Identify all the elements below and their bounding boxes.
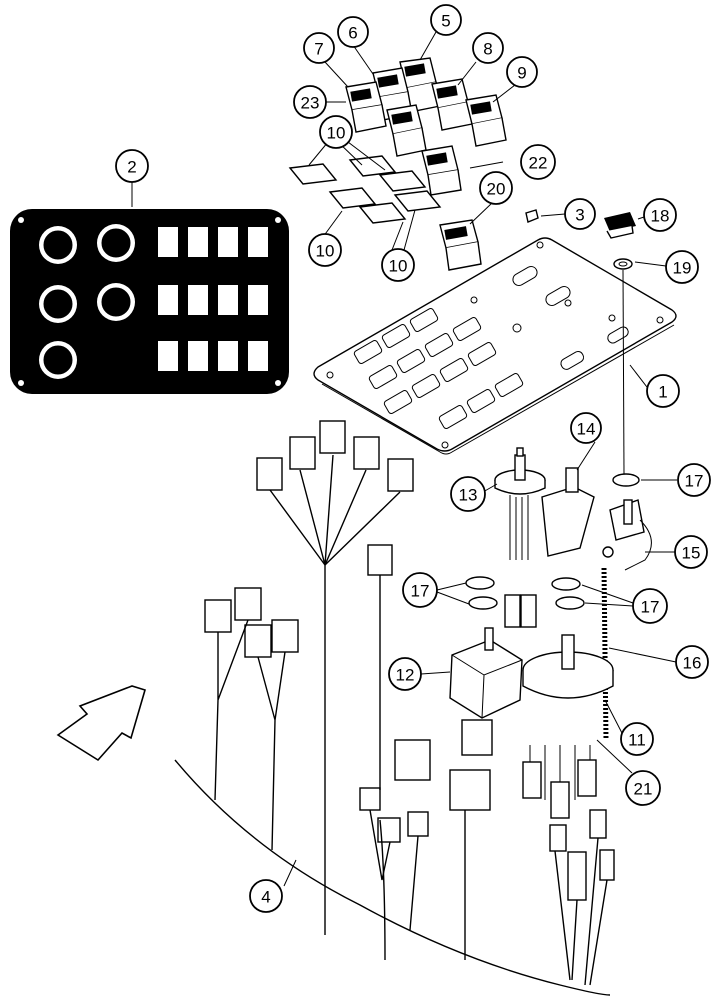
callout-c7: 7 [303, 32, 335, 64]
relay-and-rotary-switch [449, 627, 614, 819]
callout-label: 15 [682, 544, 701, 563]
arrow-icon [56, 685, 146, 762]
connectors [359, 739, 615, 901]
callout-c3: 3 [564, 198, 596, 230]
callout-label: 5 [441, 12, 450, 31]
callout-c1: 1 [646, 374, 680, 408]
callout-label: 17 [641, 598, 660, 617]
callout-label: 12 [396, 666, 415, 685]
callout-circle [632, 588, 668, 624]
callout-circle [249, 879, 283, 913]
rocker-switches [345, 57, 507, 271]
callout-c16: 16 [675, 645, 709, 679]
callout-c6: 6 [337, 16, 369, 48]
callout-c11: 11 [620, 722, 654, 756]
callout-circle [520, 144, 556, 180]
callout-circle [115, 149, 149, 183]
callout-label: 13 [459, 486, 478, 505]
callout-c17c: 17 [632, 588, 668, 624]
callout-c18: 18 [643, 198, 677, 232]
washers [465, 473, 640, 610]
callout-label: 18 [651, 207, 670, 226]
callout-label: 8 [483, 40, 492, 59]
wiring-harness [174, 454, 611, 996]
callout-label: 2 [127, 158, 136, 177]
callout-c2: 2 [115, 149, 149, 183]
callout-circle [479, 171, 513, 205]
callout-circle [677, 463, 711, 497]
callout-circle [625, 770, 661, 806]
callout-circle [570, 412, 602, 444]
callout-c15: 15 [674, 535, 708, 569]
callout-circle [337, 16, 369, 48]
callout-label: 10 [389, 257, 408, 276]
callout-c22: 22 [520, 144, 556, 180]
callout-circle [450, 476, 486, 512]
callout-c12: 12 [388, 657, 422, 691]
rotary-and-toggle-switches [494, 447, 652, 628]
callout-c10b: 10 [308, 233, 342, 267]
callout-label: 17 [685, 472, 704, 491]
callout-c5: 5 [430, 4, 462, 36]
callout-circle [402, 572, 438, 608]
spring-cable [601, 567, 609, 741]
callout-circle [319, 115, 353, 149]
callout-c9: 9 [506, 56, 538, 88]
callout-circle [564, 198, 596, 230]
callout-c17a: 17 [677, 463, 711, 497]
callout-label: 3 [575, 206, 584, 225]
callout-label: 7 [314, 40, 323, 59]
callout-c19: 19 [665, 250, 699, 284]
screw-and-knob [525, 209, 636, 270]
callout-circle [643, 198, 677, 232]
callout-c17b: 17 [402, 572, 438, 608]
callout-circle [506, 56, 538, 88]
callout-circle [675, 645, 709, 679]
callout-c10c: 10 [381, 248, 415, 282]
lens-caps [288, 155, 442, 224]
callout-label: 22 [529, 154, 548, 173]
callout-c4: 4 [249, 879, 283, 913]
callout-label: 21 [634, 780, 653, 799]
callout-label: 4 [261, 888, 270, 907]
callout-label: 20 [487, 180, 506, 199]
callout-circle [303, 32, 335, 64]
callout-circle [472, 32, 504, 64]
mounting-plate [313, 237, 677, 455]
callout-label: 1 [658, 383, 667, 402]
callout-circle [665, 250, 699, 284]
decal-panel [10, 209, 289, 394]
callout-label: 17 [411, 582, 430, 601]
leader-lines [131, 31, 677, 887]
callout-circle [646, 374, 680, 408]
callout-label: 23 [301, 94, 320, 113]
callout-circle [308, 233, 342, 267]
callout-label: 19 [673, 259, 692, 278]
callout-circle [388, 657, 422, 691]
callout-label: 14 [577, 420, 596, 439]
callout-circle [674, 535, 708, 569]
callout-c14: 14 [570, 412, 602, 444]
callout-label: 11 [628, 731, 646, 750]
callout-label: 9 [517, 64, 526, 83]
harness-connectors [204, 420, 414, 658]
callout-circle [620, 722, 654, 756]
callout-label: 10 [327, 124, 346, 143]
callout-circle [430, 4, 462, 36]
callout-c10a: 10 [319, 115, 353, 149]
callout-c8: 8 [472, 32, 504, 64]
callout-circle [381, 248, 415, 282]
callout-c21: 21 [625, 770, 661, 806]
callout-circle [293, 85, 327, 119]
callout-label: 6 [348, 24, 357, 43]
callout-c20: 20 [479, 171, 513, 205]
callout-c23: 23 [293, 85, 327, 119]
callout-c13: 13 [450, 476, 486, 512]
callout-label: 10 [316, 242, 335, 261]
callout-label: 16 [683, 654, 702, 673]
